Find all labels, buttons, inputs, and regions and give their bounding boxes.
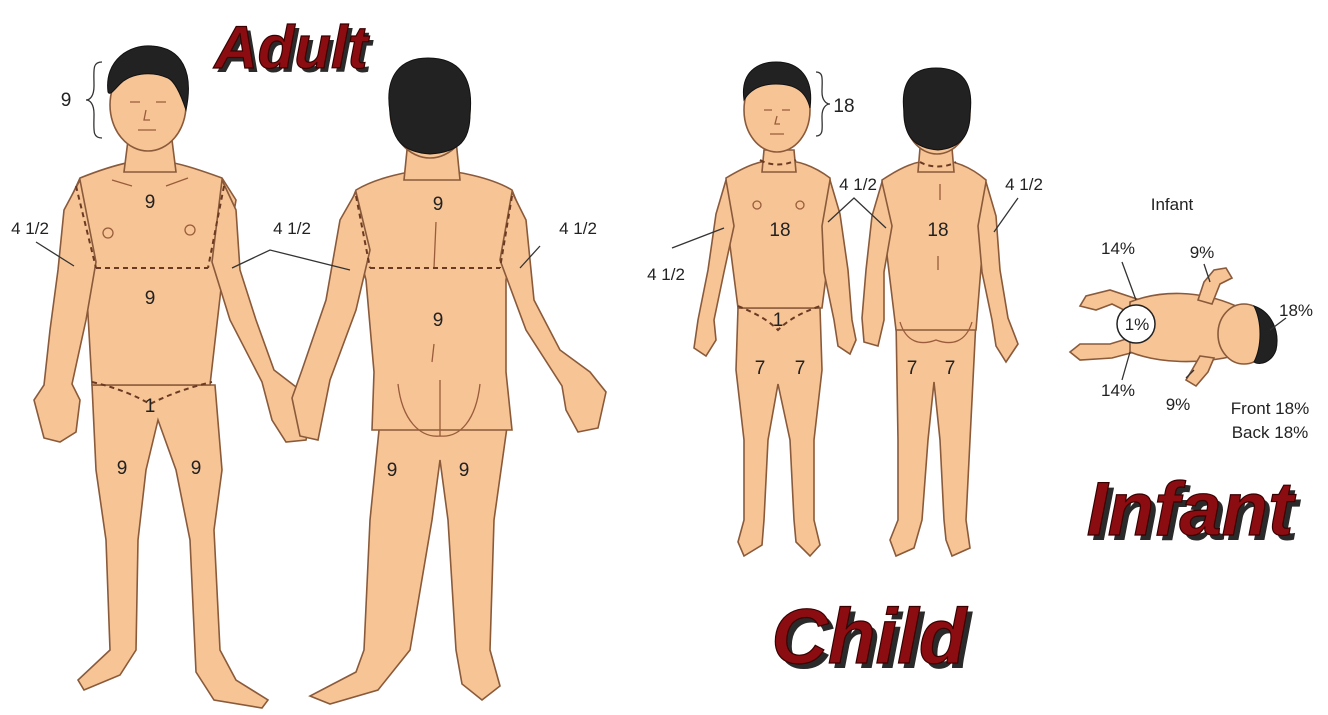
child-arm-right-label: 4 1/2 <box>1005 175 1043 194</box>
child-groin-label: 1 <box>773 310 784 331</box>
adult-leg-right-front-label: 9 <box>191 458 202 479</box>
infant-groin-label: 1% <box>1125 315 1150 334</box>
child-leg-front-right-label: 7 <box>795 358 806 379</box>
adult-back-figure <box>292 58 606 704</box>
infant-head-label: 18% <box>1279 301 1313 320</box>
child-trunk-back-label: 18 <box>927 220 948 241</box>
infant-arm-upper-label: 9% <box>1190 243 1215 262</box>
adult-leg-left-front-label: 9 <box>117 458 128 479</box>
child-leg-front-left-label: 7 <box>755 358 766 379</box>
adult-back-lower-label: 9 <box>433 310 444 331</box>
child-front-figure <box>694 62 856 556</box>
adult-head-label: 9 <box>61 90 72 111</box>
child-leg-back-left-label: 7 <box>907 358 918 379</box>
child-leg-back-right-label: 7 <box>945 358 956 379</box>
child-trunk-front-label: 18 <box>769 220 790 241</box>
adult-arm-right-label: 4 1/2 <box>559 219 597 238</box>
adult-leg-right-back-label: 9 <box>459 460 470 481</box>
child-title: Child <box>772 592 968 680</box>
infant-caption: Infant <box>1151 195 1194 214</box>
adult-back-upper-label: 9 <box>433 194 444 215</box>
infant-leg-upper-label: 14% <box>1101 239 1135 258</box>
adult-abdomen-front-label: 9 <box>145 288 156 309</box>
adult-arm-center-label: 4 1/2 <box>273 219 311 238</box>
infant-front-label: Front 18% <box>1231 399 1309 418</box>
child-back-figure <box>862 68 1018 556</box>
adult-front-figure <box>34 46 312 708</box>
infant-back-label: Back 18% <box>1232 423 1309 442</box>
infant-arm-lower-label: 9% <box>1166 395 1191 414</box>
infant-figure <box>1070 262 1286 386</box>
child-head-label: 18 <box>833 96 854 117</box>
adult-chest-front-label: 9 <box>145 192 156 213</box>
adult-arm-left-label: 4 1/2 <box>11 219 49 238</box>
child-arm-center-label: 4 1/2 <box>839 175 877 194</box>
adult-title: Adult <box>212 14 370 81</box>
infant-title: Infant <box>1087 467 1297 552</box>
adult-groin-label: 1 <box>145 396 156 417</box>
infant-leg-lower-label: 14% <box>1101 381 1135 400</box>
adult-leg-left-back-label: 9 <box>387 460 398 481</box>
child-arm-left-label: 4 1/2 <box>647 265 685 284</box>
